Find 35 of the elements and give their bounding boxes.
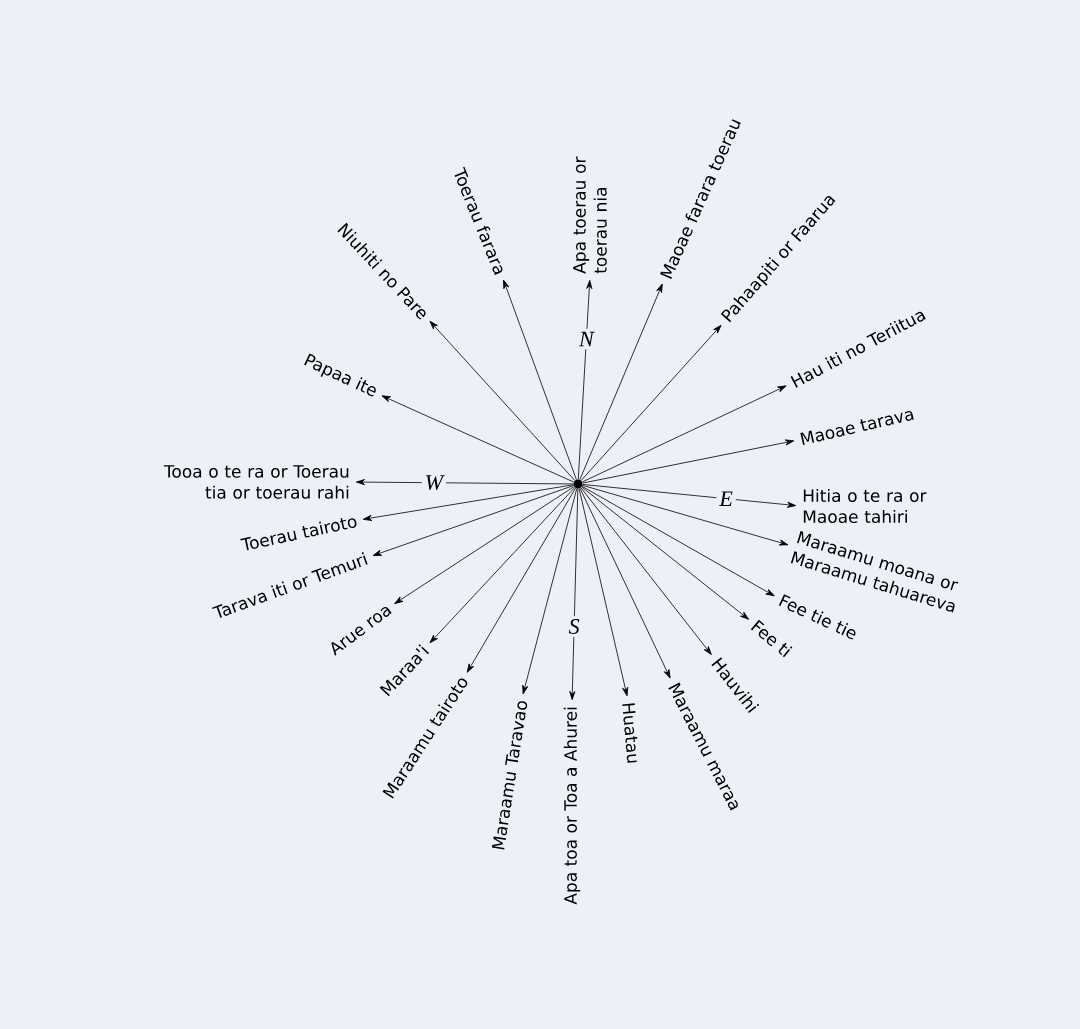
- arrow: [579, 487, 671, 679]
- arrow: [581, 486, 749, 620]
- arrow: [503, 279, 577, 480]
- wind-name: Huatau: [622, 703, 638, 763]
- arrow: [582, 439, 795, 484]
- arrow: [582, 484, 797, 508]
- wind-name: Apa toerau or toerau nia: [573, 156, 607, 274]
- wind-name: Apa toa or Toa a Ahurei: [563, 707, 581, 905]
- arrow: [580, 487, 712, 655]
- arrow: [429, 320, 576, 481]
- arrow: [569, 488, 579, 701]
- arrow: [582, 484, 789, 546]
- compass-letter: W: [421, 472, 447, 494]
- arrow: [522, 488, 578, 695]
- arrow: [381, 395, 575, 483]
- arrow: [355, 479, 574, 486]
- wind-name: Tooa o te ra or Toerau tia or toerau rahi: [163, 465, 349, 499]
- wind-name: Toerau tairoto: [240, 517, 357, 551]
- compass-letter: N: [576, 328, 597, 350]
- arrow: [579, 283, 663, 481]
- arrow: [429, 487, 576, 644]
- compass-letter: E: [716, 488, 736, 509]
- arrow: [581, 385, 787, 483]
- wind-name: Toerau farara: [454, 166, 503, 275]
- arrow: [394, 486, 575, 605]
- arrow: [577, 279, 593, 480]
- arrow: [580, 324, 722, 481]
- arrow: [466, 487, 576, 673]
- wind-name: Maoae tarava: [800, 411, 914, 446]
- arrow: [581, 485, 775, 597]
- arrow: [362, 484, 574, 521]
- wind-name: Hitia o te ra or Maoae tahiri: [803, 488, 927, 524]
- wind-name: Maraamu Taravao: [491, 701, 528, 850]
- arrow: [578, 488, 629, 697]
- arrow: [372, 485, 574, 556]
